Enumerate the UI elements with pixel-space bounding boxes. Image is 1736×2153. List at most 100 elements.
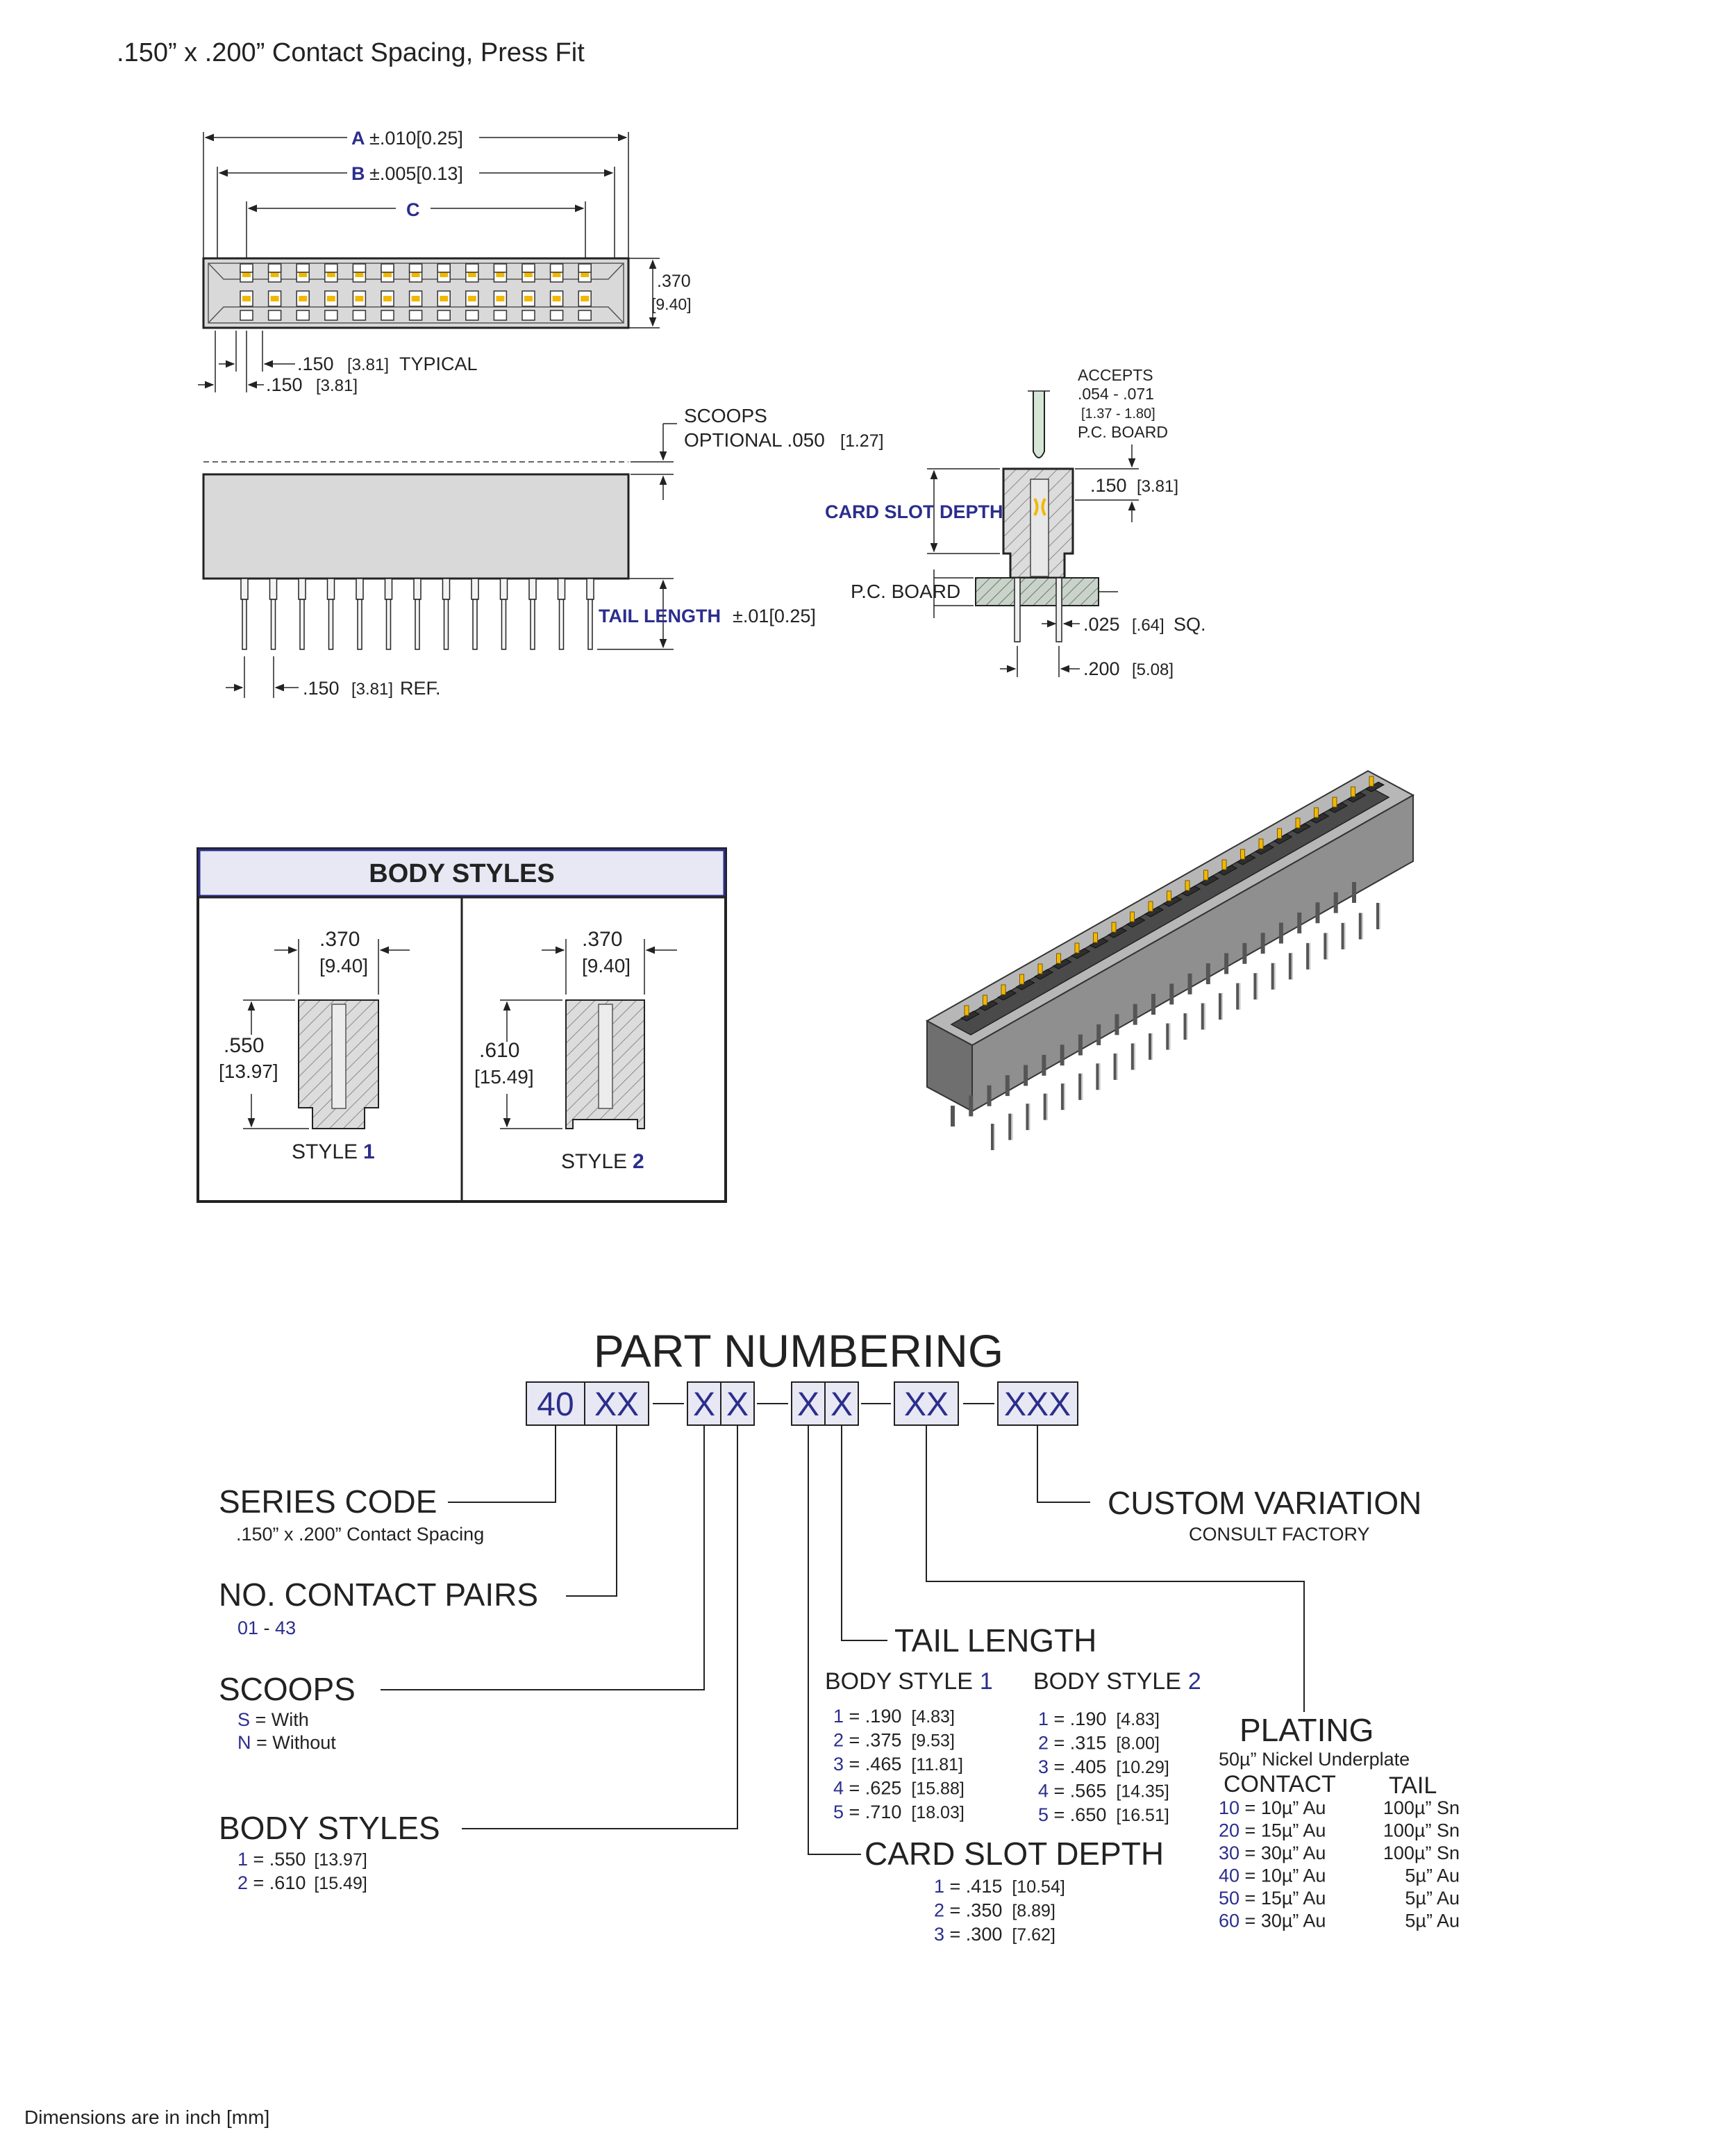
pitch-mm: [3.81]: [347, 356, 389, 374]
end-view: ACCEPTS .054 - .071 [1.37 - 1.80] P.C. B…: [825, 366, 1206, 679]
card-slot-depth-label: CARD SLOT DEPTH: [825, 501, 1003, 522]
pitch-in: .150: [297, 354, 334, 374]
iso-contact: [1093, 932, 1098, 943]
option-row: 3 = .405[10.29]: [1038, 1756, 1169, 1777]
contact-gold: [355, 296, 364, 301]
contact-pad: [240, 310, 253, 321]
scoops-line1: SCOOPS: [684, 405, 767, 426]
contact-pad: [493, 263, 508, 273]
contact-pad: [521, 263, 535, 273]
contact-gold: [411, 296, 420, 301]
iso-slot: [960, 1011, 980, 1022]
style1-height-mm: [13.97]: [219, 1061, 278, 1082]
contact-gold: [581, 272, 590, 277]
tail-pin: [558, 599, 565, 650]
card-slot-depth-title: CARD SLOT DEPTH: [865, 1836, 1164, 1872]
pcb-label: P.C. BOARD: [851, 581, 960, 602]
dim-a-letter: A: [351, 128, 365, 149]
contact-pad: [549, 263, 564, 273]
side-view-pins: [240, 578, 594, 650]
contact-gold: [440, 296, 449, 301]
contact-pad: [352, 310, 367, 321]
contact-gold: [299, 272, 308, 277]
contact-gold: [496, 296, 505, 301]
contact-pad: [549, 310, 564, 321]
ref-note: REF.: [400, 678, 441, 699]
box-contacts: XX: [594, 1386, 639, 1423]
iso-contact: [1277, 828, 1282, 839]
part-numbering-title: PART NUMBERING: [594, 1325, 1003, 1377]
part-number-boxes: 40 XX X X X X XX XXX: [526, 1381, 1078, 1426]
iso-contact: [1203, 870, 1208, 881]
iso-slot: [1254, 844, 1275, 855]
part-numbering: PART NUMBERING 40 XX X X X X XX XXX: [219, 1325, 1460, 1945]
top-height-mm: [9.40]: [651, 295, 692, 313]
custom-variation-sub: CONSULT FACTORY: [1189, 1524, 1370, 1545]
iso-slot: [978, 1000, 999, 1011]
row-spacing-mm: [5.08]: [1132, 660, 1174, 679]
tail-length-title: TAIL LENGTH: [894, 1622, 1096, 1659]
box-body: X: [726, 1386, 749, 1423]
tail-pin-upper: [326, 578, 335, 600]
offset-in: .150: [266, 374, 303, 395]
tail-pin-upper: [471, 578, 479, 600]
style2-height-mm: [15.49]: [474, 1066, 534, 1088]
scoops-line2-mm: [1.27]: [840, 431, 884, 451]
contact-pad: [296, 310, 310, 321]
plating-col-contact: CONTACT: [1224, 1771, 1336, 1797]
tail-pin: [270, 599, 276, 650]
body-styles-title: BODY STYLES: [369, 859, 554, 888]
scoops-without: N = Without: [237, 1732, 336, 1753]
contact-pad: [521, 310, 535, 321]
dim-b-tolerance: ±.005[0.13]: [369, 163, 463, 184]
contact-pad: [578, 263, 592, 273]
pitch-note: TYPICAL: [399, 354, 478, 374]
contact-pad: [465, 263, 479, 273]
contact-pad: [381, 310, 394, 321]
contact-pad: [381, 263, 394, 273]
contact-pad: [267, 310, 282, 321]
iso-contact: [1258, 838, 1264, 849]
tail-pin: [501, 599, 507, 650]
tail-bs1-list: 1 = .190[4.83]2 = .375[9.53]3 = .465[11.…: [833, 1706, 965, 1822]
contact-pad: [240, 263, 253, 273]
pin-size-mm: [.64]: [1132, 616, 1165, 635]
iso-contact: [1056, 953, 1061, 964]
option-row: 1 = .415[10.54]: [934, 1876, 1065, 1897]
plating-row-contact: 10 = 10µ” Au: [1219, 1797, 1326, 1818]
contact-gold: [383, 272, 392, 277]
custom-variation-title: CUSTOM VARIATION: [1108, 1485, 1421, 1521]
contact-pairs-range: 01 - 43: [237, 1618, 296, 1638]
iso-slot: [1052, 958, 1072, 970]
accepts-4: P.C. BOARD: [1078, 423, 1168, 441]
contact-pad: [296, 263, 310, 273]
iso-slot: [1236, 854, 1256, 865]
iso-slot: [1107, 927, 1128, 938]
accepts-2: .054 - .071: [1078, 385, 1154, 403]
contact-pad: [578, 310, 592, 321]
pin-size-in: .025: [1083, 614, 1120, 635]
series-code-title: SERIES CODE: [219, 1483, 437, 1520]
body-styles-table: BODY STYLES .370 [9.40] .550 [13.97] STY…: [197, 847, 727, 1203]
style2-width-mm: [9.40]: [582, 955, 631, 976]
option-row: 3 = .300[7.62]: [934, 1924, 1055, 1945]
end-top-in: .150: [1090, 475, 1127, 496]
option-row: 1 = .190[4.83]: [1038, 1709, 1160, 1729]
iso-contact: [1167, 890, 1171, 901]
contact-gold: [467, 296, 476, 301]
iso-contact: [964, 1005, 969, 1016]
offset-mm: [3.81]: [316, 376, 358, 395]
iso-slot: [1126, 917, 1146, 928]
tail-pin: [443, 599, 449, 650]
iso-contact: [1074, 942, 1080, 954]
row-spacing-in: .200: [1083, 658, 1120, 679]
iso-slot: [1070, 948, 1091, 959]
top-view-contacts: [240, 263, 592, 321]
plating-title: PLATING: [1240, 1712, 1374, 1748]
tail-bs2-list: 1 = .190[4.83]2 = .315[8.00]3 = .405[10.…: [1038, 1709, 1169, 1825]
contact-pad: [352, 263, 367, 273]
